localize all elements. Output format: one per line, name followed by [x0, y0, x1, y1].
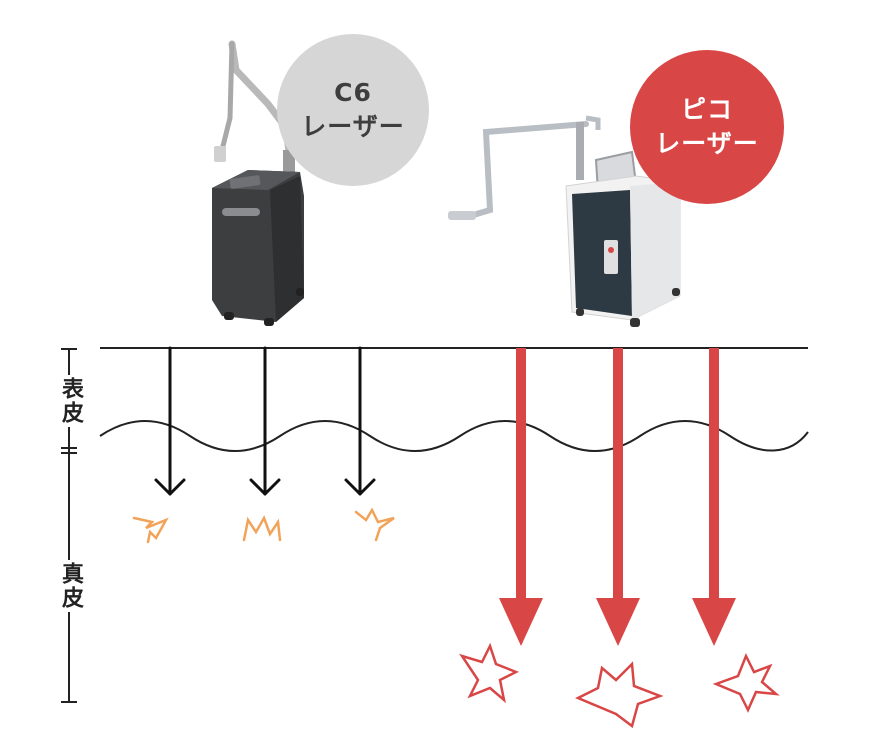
c6-arrow-2 [249, 346, 281, 496]
pico-badge-line1: ピコ [680, 95, 733, 124]
pico-arrow-2 [596, 348, 640, 646]
pico-arrow-1 [499, 348, 543, 646]
epidermis-dermis-boundary [99, 420, 809, 452]
c6-laser-badge: C6 レーザー [277, 34, 429, 186]
c6-burst-3 [354, 507, 395, 542]
c6-bursts [132, 507, 395, 544]
pico-arrow-3 [692, 348, 736, 646]
pico-bursts [459, 642, 780, 729]
c6-burst-1 [132, 516, 169, 544]
pico-laser-machine [448, 115, 681, 327]
pico-arrows [499, 348, 736, 646]
c6-badge-line1: C6 [334, 78, 372, 107]
c6-arrow-3 [344, 346, 376, 496]
pico-burst-1 [459, 642, 520, 704]
c6-burst-2 [242, 515, 282, 542]
c6-arrows [154, 346, 376, 496]
pico-burst-2 [575, 661, 664, 729]
pico-burst-3 [712, 652, 780, 713]
pico-badge-line2: レーザー [655, 129, 759, 158]
dermis-label: 真皮 [58, 560, 83, 612]
epidermis-label: 表皮 [58, 375, 83, 427]
c6-laser-machine [212, 40, 304, 326]
c6-arrow-1 [154, 346, 186, 496]
c6-badge-line2: レーザー [301, 112, 405, 141]
pico-laser-badge: ピコ レーザー [630, 50, 784, 204]
